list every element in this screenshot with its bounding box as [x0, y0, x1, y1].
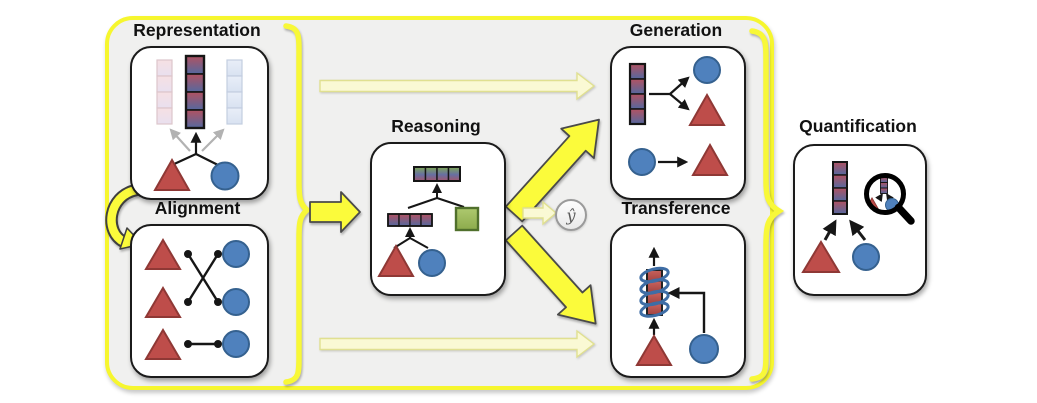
generation-box — [610, 46, 746, 200]
fused-embedding-bar — [184, 54, 206, 130]
faded-blue-embedding-bar — [226, 59, 243, 125]
fused-embedding-bar — [832, 161, 848, 215]
red-triangle-icon — [688, 92, 726, 126]
faded-red-embedding-bar — [156, 59, 173, 125]
blue-circle-icon — [852, 243, 880, 271]
representation-title: Representation — [133, 20, 261, 40]
prediction-symbol: ŷ — [566, 205, 576, 225]
red-triangle-icon — [153, 157, 191, 191]
fusion-branch-lines — [169, 128, 225, 168]
red-triangle-icons — [144, 238, 182, 360]
red-triangle-icon — [377, 243, 415, 277]
transference-title: Transference — [621, 198, 731, 218]
inferred-embedding-bar — [413, 166, 461, 182]
prediction-output-badge: ŷ — [555, 199, 587, 231]
generation-branch-lines — [649, 76, 690, 111]
blue-circle-icon — [689, 334, 719, 364]
representation-box — [130, 46, 269, 200]
alignment-links — [184, 250, 222, 348]
blue-circle-icons — [222, 240, 250, 358]
quantification-arrows — [822, 219, 867, 241]
reasoning-tree-lines — [393, 183, 465, 249]
quantification-title: Quantification — [799, 116, 917, 136]
green-square-icon — [454, 206, 480, 232]
fused-embedding-bar — [628, 62, 647, 126]
transfer-elbow-arrow-icon — [667, 287, 706, 333]
magnifier-icon — [864, 173, 915, 225]
reasoning-title: Reasoning — [391, 116, 481, 136]
transference-box — [610, 224, 746, 378]
blue-circle-icon — [418, 249, 446, 277]
generation-title: Generation — [629, 20, 723, 40]
alignment-title: Alignment — [154, 198, 241, 218]
fused-embedding-bar — [387, 213, 433, 227]
reasoning-box — [370, 142, 506, 296]
blue-circle-icon — [628, 148, 656, 176]
quantification-box — [793, 144, 927, 296]
blue-circle-icon — [210, 161, 240, 191]
blue-circle-icon — [693, 56, 721, 84]
red-triangle-icon — [635, 334, 673, 366]
alignment-box — [130, 224, 269, 378]
red-triangle-icon — [691, 142, 729, 176]
red-triangle-icon — [801, 240, 841, 273]
